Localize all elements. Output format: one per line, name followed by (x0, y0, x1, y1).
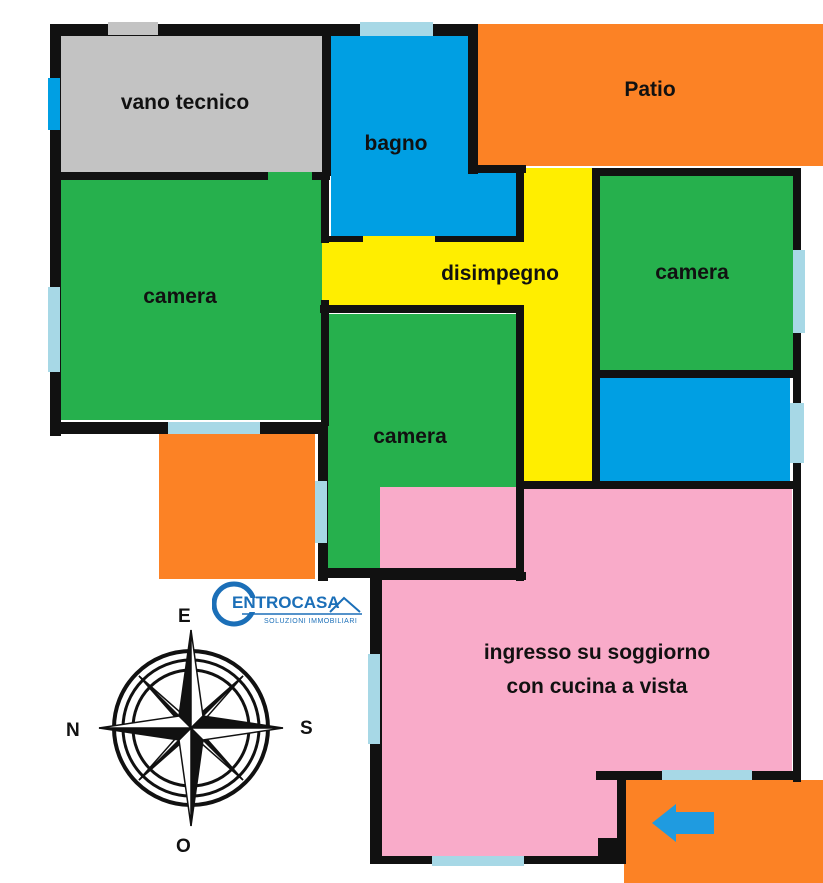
wall (793, 168, 801, 782)
wall (435, 236, 520, 242)
wall (516, 305, 524, 581)
label-patio: Patio (624, 78, 676, 101)
window (168, 422, 260, 434)
door-opening (363, 236, 435, 242)
wall (592, 168, 800, 176)
window (662, 770, 752, 780)
wall (50, 24, 61, 436)
compass-east: E (178, 606, 191, 627)
window (315, 481, 327, 543)
room-camera-right (600, 176, 793, 371)
label-camera-center: camera (373, 425, 447, 448)
wall (592, 168, 600, 488)
window (793, 250, 805, 333)
compass-south: S (300, 718, 313, 739)
wall (617, 778, 626, 864)
window (48, 78, 60, 130)
compass-west: O (176, 836, 191, 857)
label-vano-tecnico: vano tecnico (120, 91, 250, 114)
room-camera-left (60, 179, 322, 420)
room-patio (476, 24, 823, 166)
logo-mark (212, 581, 362, 627)
label-living-line1: ingresso su soggiorno (483, 641, 711, 664)
room-disimpegno (322, 240, 522, 305)
wall (516, 168, 524, 242)
label-camera-left: camera (143, 285, 217, 308)
wall (520, 481, 798, 489)
wall (320, 305, 520, 313)
window (432, 856, 524, 866)
wall (468, 24, 478, 174)
logo: ENTROCASA SOLUZIONI IMMOBILIARI (212, 580, 364, 630)
room-orange-terrace (159, 434, 315, 579)
wall (329, 236, 363, 242)
wall (322, 36, 331, 176)
window (790, 403, 804, 463)
room-disimpegno-arm (522, 168, 598, 488)
window (368, 654, 380, 744)
compass-icon (98, 629, 284, 827)
window (108, 22, 158, 35)
door-opening (268, 172, 312, 180)
window (360, 22, 433, 36)
wall (476, 165, 526, 173)
label-camera-right: camera (655, 261, 729, 284)
arrow-left-icon (652, 804, 714, 842)
logo-brand: ENTROCASA (232, 593, 340, 612)
room-vano-tecnico (60, 35, 325, 175)
label-bagno: bagno (364, 132, 428, 155)
room-blue-small (600, 378, 790, 482)
wall (370, 572, 526, 580)
window (48, 287, 60, 372)
wall (598, 838, 626, 860)
label-disimpegno: disimpegno (441, 262, 559, 285)
compass-rose: E N S O (60, 600, 320, 860)
label-living-line2: con cucina a vista (506, 675, 688, 698)
logo-tagline: SOLUZIONI IMMOBILIARI (264, 618, 358, 625)
wall (50, 24, 333, 36)
wall (321, 300, 329, 426)
wall (60, 172, 330, 180)
wall (596, 370, 796, 378)
compass-north: N (66, 720, 80, 741)
wall (321, 178, 329, 243)
room-orange-entrance (624, 780, 823, 883)
